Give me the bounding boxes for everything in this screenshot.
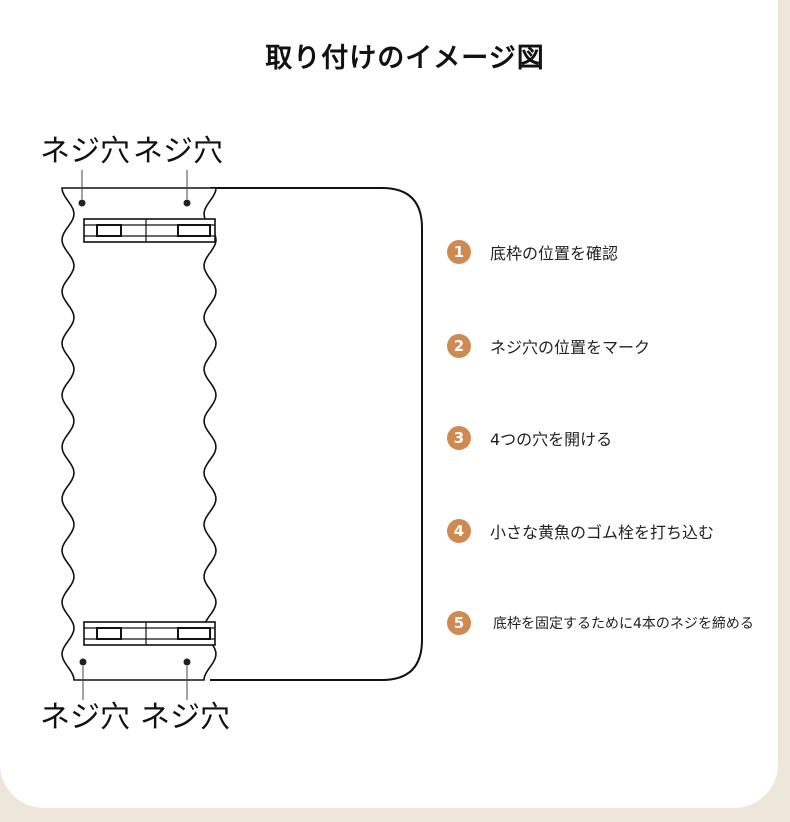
hole-label-top-left: ネジ穴 — [40, 134, 130, 169]
page-title: 取り付けのイメージ図 — [265, 43, 545, 74]
step-text: 4つの穴を開ける — [490, 430, 613, 449]
step-4: 4 小さな黄魚のゴム栓を打ち込む — [447, 516, 714, 546]
step-badge: 2 — [447, 334, 471, 358]
step-badge: 1 — [447, 240, 471, 264]
screw-hole-top-right — [183, 199, 191, 207]
hole-label-bottom-right: ネジ穴 — [140, 700, 230, 735]
step-text: ネジ穴の位置をマーク — [490, 338, 651, 357]
hole-label-top-right: ネジ穴 — [133, 134, 223, 169]
screw-hole-bottom-left — [79, 658, 87, 666]
step-2: 2 ネジ穴の位置をマーク — [447, 331, 650, 361]
screw-hole-top-left — [78, 199, 86, 207]
screw-hole-bottom-right — [183, 658, 191, 666]
step-1: 1 底枠の位置を確認 — [447, 237, 618, 267]
top-rail — [83, 218, 216, 243]
step-badge: 3 — [447, 426, 471, 450]
step-text: 底枠の位置を確認 — [490, 244, 619, 263]
frame-outline — [210, 187, 423, 681]
step-5: 5 底枠を固定するために4本のネジを締める — [447, 608, 754, 638]
step-text: 小さな黄魚のゴム栓を打ち込む — [490, 523, 715, 542]
step-badge: 5 — [447, 611, 471, 635]
step-text: 底枠を固定するために4本のネジを締める — [493, 616, 754, 632]
hole-label-bottom-left: ネジ穴 — [40, 700, 130, 735]
step-badge: 4 — [447, 519, 471, 543]
step-3: 3 4つの穴を開ける — [447, 423, 612, 453]
bottom-rail — [83, 621, 216, 646]
wavy-panel — [61, 187, 217, 681]
